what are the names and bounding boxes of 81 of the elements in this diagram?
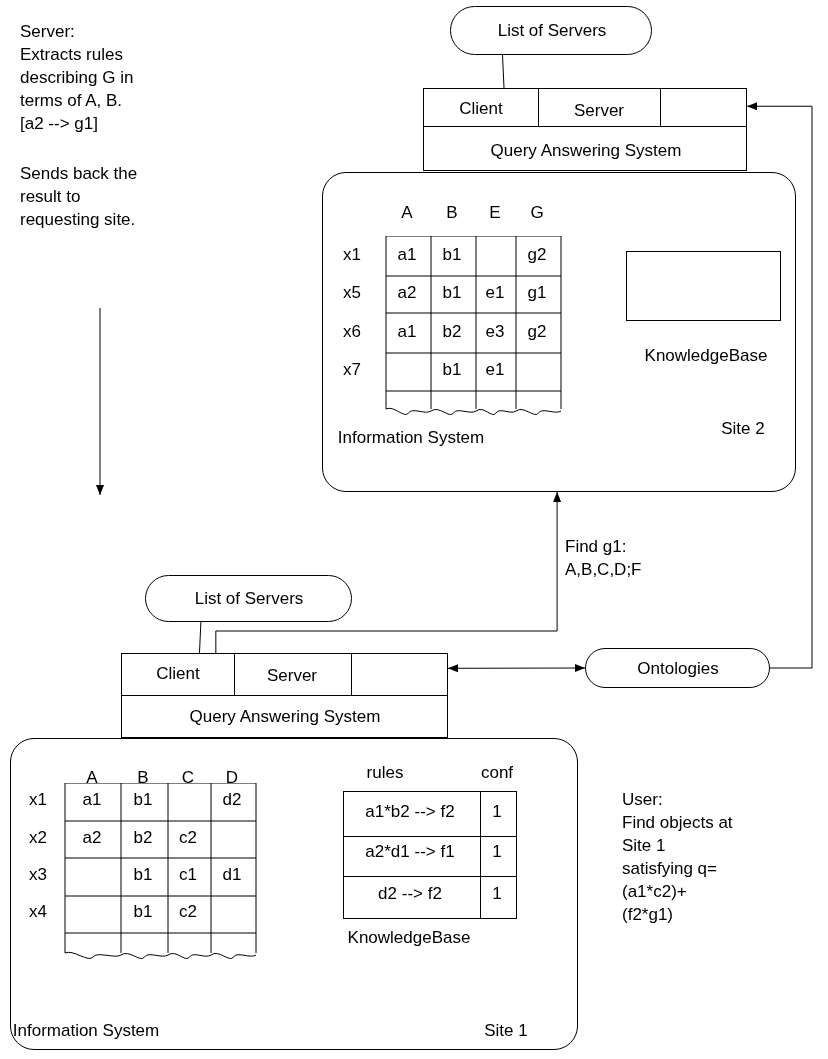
table-cell: b1 — [133, 790, 153, 810]
table-cell: b2 — [442, 322, 462, 342]
row-label: x3 — [29, 865, 47, 885]
column-header: C — [181, 768, 195, 788]
table-cell: a1 — [82, 790, 102, 810]
site-label: Site 1 — [484, 1021, 528, 1041]
table-cell: c1 — [179, 865, 197, 885]
pill-label: Ontologies — [637, 659, 719, 679]
system-box — [121, 653, 448, 738]
table-cell: c2 — [179, 828, 197, 848]
column-header: A — [86, 768, 98, 788]
column-header: E — [489, 203, 501, 223]
column-header: B — [446, 203, 458, 223]
section-label: Client — [459, 99, 503, 119]
table-cell: a1*b2 --> f2 — [365, 802, 455, 822]
rounded-box — [450, 6, 652, 55]
table-cell: a2 — [82, 828, 102, 848]
site-label: Site 2 — [721, 419, 765, 439]
section-label: Client — [156, 664, 200, 684]
table-cell: 1 — [492, 884, 502, 904]
table-cell: e3 — [485, 322, 505, 342]
column-header: rules — [366, 763, 404, 783]
table-cell: d2 — [222, 790, 242, 810]
connector-line — [502, 54, 505, 89]
note-text: Server: — [20, 21, 76, 43]
column-header: G — [530, 203, 544, 223]
row-label: x2 — [29, 828, 47, 848]
table-cell: a2 — [397, 283, 417, 303]
table-cell: 1 — [492, 802, 502, 822]
system-title: Query Answering System — [189, 707, 381, 727]
table-cell: d1 — [222, 865, 242, 885]
table-cell: g2 — [527, 245, 547, 265]
table-caption: KnowledgeBase — [347, 928, 471, 948]
row-label: x1 — [343, 245, 361, 265]
table-cell: g2 — [527, 322, 547, 342]
row-label: x4 — [29, 902, 47, 922]
note-text: Extracts rules describing G in terms of A, B. — [20, 44, 135, 112]
column-header: A — [401, 203, 413, 223]
note-text: Find objects at Site 1 satisfying q=(a1*c2)+(f2*g1) — [622, 812, 734, 926]
table-cell: g1 — [527, 283, 547, 303]
table-cell: b1 — [133, 865, 153, 885]
arrow — [447, 664, 586, 673]
row-label: x5 — [343, 283, 361, 303]
table-cell: d2 --> f2 — [378, 884, 442, 904]
table-cell: b2 — [133, 828, 153, 848]
note-text: User: — [622, 789, 664, 811]
table-cell: b1 — [442, 245, 462, 265]
system-box — [423, 88, 747, 171]
row-label: x7 — [343, 360, 361, 380]
system-title: Query Answering System — [490, 141, 682, 161]
pill-label: List of Servers — [194, 589, 304, 609]
site-panel — [10, 738, 578, 1050]
table-caption: KnowledgeBase — [644, 346, 768, 366]
rounded-box — [585, 648, 770, 688]
table-caption: Information System — [12, 1021, 160, 1041]
section-label: Server — [266, 666, 318, 686]
table-cell: b1 — [133, 902, 153, 922]
section-label: Server — [573, 101, 625, 121]
rounded-box — [145, 575, 352, 622]
table-cell: a2*d1 --> f1 — [365, 842, 455, 862]
table-cell: a1 — [397, 322, 417, 342]
column-header: B — [137, 768, 149, 788]
arrow — [215, 491, 562, 654]
table-cell: b1 — [442, 283, 462, 303]
table-cell: b1 — [442, 360, 462, 380]
table-cell: c2 — [179, 902, 197, 922]
table-cell: e1 — [485, 360, 505, 380]
table-caption: Information System — [337, 428, 485, 448]
column-header: D — [225, 768, 239, 788]
note-text: [a2 --> g1] — [20, 113, 99, 135]
row-label: x6 — [343, 322, 361, 342]
note-text: Sends back the result to requesting site. — [20, 163, 139, 231]
pill-label: List of Servers — [497, 21, 607, 41]
table-cell: e1 — [485, 283, 505, 303]
site-panel — [322, 172, 796, 492]
column-header: conf — [480, 763, 514, 783]
table-cell: a1 — [397, 245, 417, 265]
table-cell: 1 — [492, 842, 502, 862]
arrow — [746, 102, 813, 669]
connector-line — [199, 621, 202, 654]
row-label: x1 — [29, 790, 47, 810]
